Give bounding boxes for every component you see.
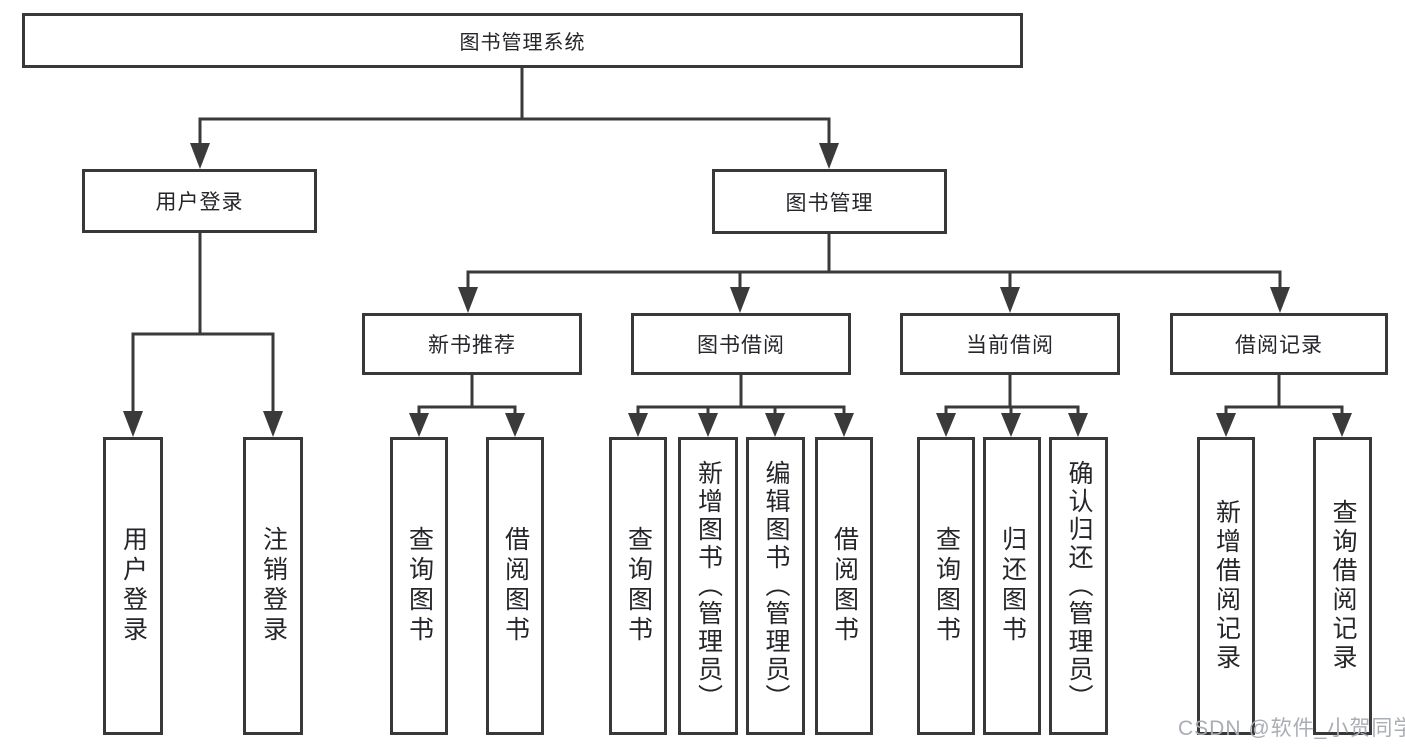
leaf-query-books-current: 查询图书 (917, 437, 975, 735)
leaf-add-borrow-record: 新增借阅记录 (1197, 437, 1255, 735)
node-borrowing-records: 借阅记录 (1170, 313, 1388, 375)
node-current-borrowing: 当前借阅 (900, 313, 1120, 375)
leaf-query-borrow-record: 查询借阅记录 (1313, 437, 1372, 735)
leaf-borrow-books-borrowing: 借阅图书 (815, 437, 873, 735)
node-user-login: 用户登录 (82, 169, 317, 233)
leaf-logout: 注销登录 (243, 437, 303, 735)
node-library-management-system: 图书管理系统 (22, 13, 1023, 68)
leaf-add-books-admin: 新增图书（管理员） (678, 437, 738, 735)
leaf-borrow-books-recommend: 借阅图书 (486, 437, 544, 735)
node-book-borrowing: 图书借阅 (631, 313, 851, 375)
leaf-user-login: 用户登录 (103, 437, 163, 735)
node-new-book-recommendation: 新书推荐 (362, 313, 582, 375)
leaf-query-books-borrowing: 查询图书 (609, 437, 667, 735)
leaf-query-books-recommend: 查询图书 (390, 437, 448, 735)
node-book-management: 图书管理 (712, 169, 947, 234)
leaf-return-books: 归还图书 (983, 437, 1041, 735)
csdn-watermark: CSDN @软件_小贺同学 (1178, 717, 1405, 740)
leaf-edit-books-admin: 编辑图书（管理员） (746, 437, 805, 735)
leaf-confirm-return-admin: 确认归还（管理员） (1049, 437, 1108, 735)
